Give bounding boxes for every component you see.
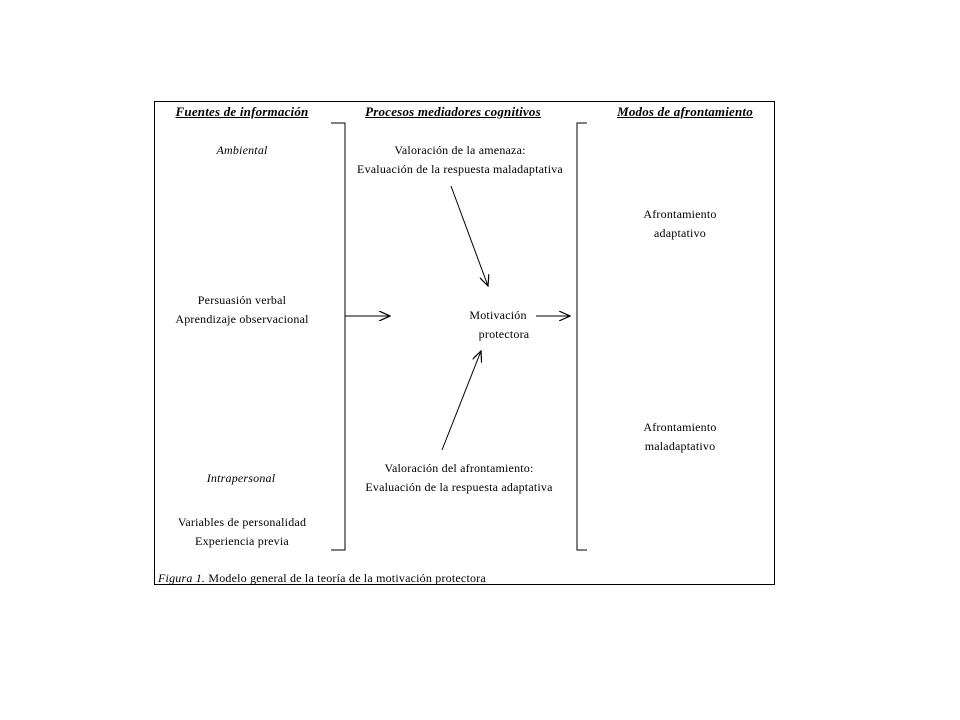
left-bracket <box>331 122 346 551</box>
header-sources: Fuentes de información <box>175 104 309 119</box>
protection-motivation-line1: Motivación <box>469 308 527 322</box>
protection-motivation-line2: protectora <box>478 327 530 341</box>
coping-appraisal: Valoración del afrontamiento: <box>384 461 534 475</box>
figure-caption: Figura 1. Modelo general de la teoría de… <box>158 572 486 584</box>
maladaptive-coping-line2: maladaptativo <box>644 439 716 453</box>
adaptive-coping-line1: Afrontamiento <box>643 207 717 221</box>
arrow-coping-appraisal-to-motivation <box>441 351 481 451</box>
adaptive-coping-line2: adaptativo <box>654 226 706 240</box>
caption-label: Figura 1. <box>158 571 206 585</box>
figure-frame <box>154 101 775 585</box>
threat-appraisal: Valoración de la amenaza: <box>394 143 526 157</box>
maladaptive-response-eval: Evaluación de la respuesta maladaptativa <box>357 162 563 176</box>
header-processes: Procesos mediadores cognitivos <box>365 104 541 119</box>
maladaptive-coping-line1: Afrontamiento <box>643 420 717 434</box>
arrow-threat-to-motivation <box>450 185 488 286</box>
source-verbal-persuasion: Persuasión verbal <box>197 293 287 307</box>
header-coping: Modos de afrontamiento <box>617 104 753 119</box>
source-prior-experience: Experiencia previa <box>195 534 289 548</box>
adaptive-response-eval: Evaluación de la respuesta adaptativa <box>365 480 553 494</box>
right-bracket <box>576 122 587 551</box>
source-observational-learning: Aprendizaje observacional <box>175 312 309 326</box>
source-intrapersonal: Intrapersonal <box>206 471 276 485</box>
source-personality-variables: Variables de personalidad <box>177 515 307 529</box>
source-environmental: Ambiental <box>216 143 268 157</box>
caption-text: Modelo general de la teoría de la motiva… <box>205 571 486 585</box>
